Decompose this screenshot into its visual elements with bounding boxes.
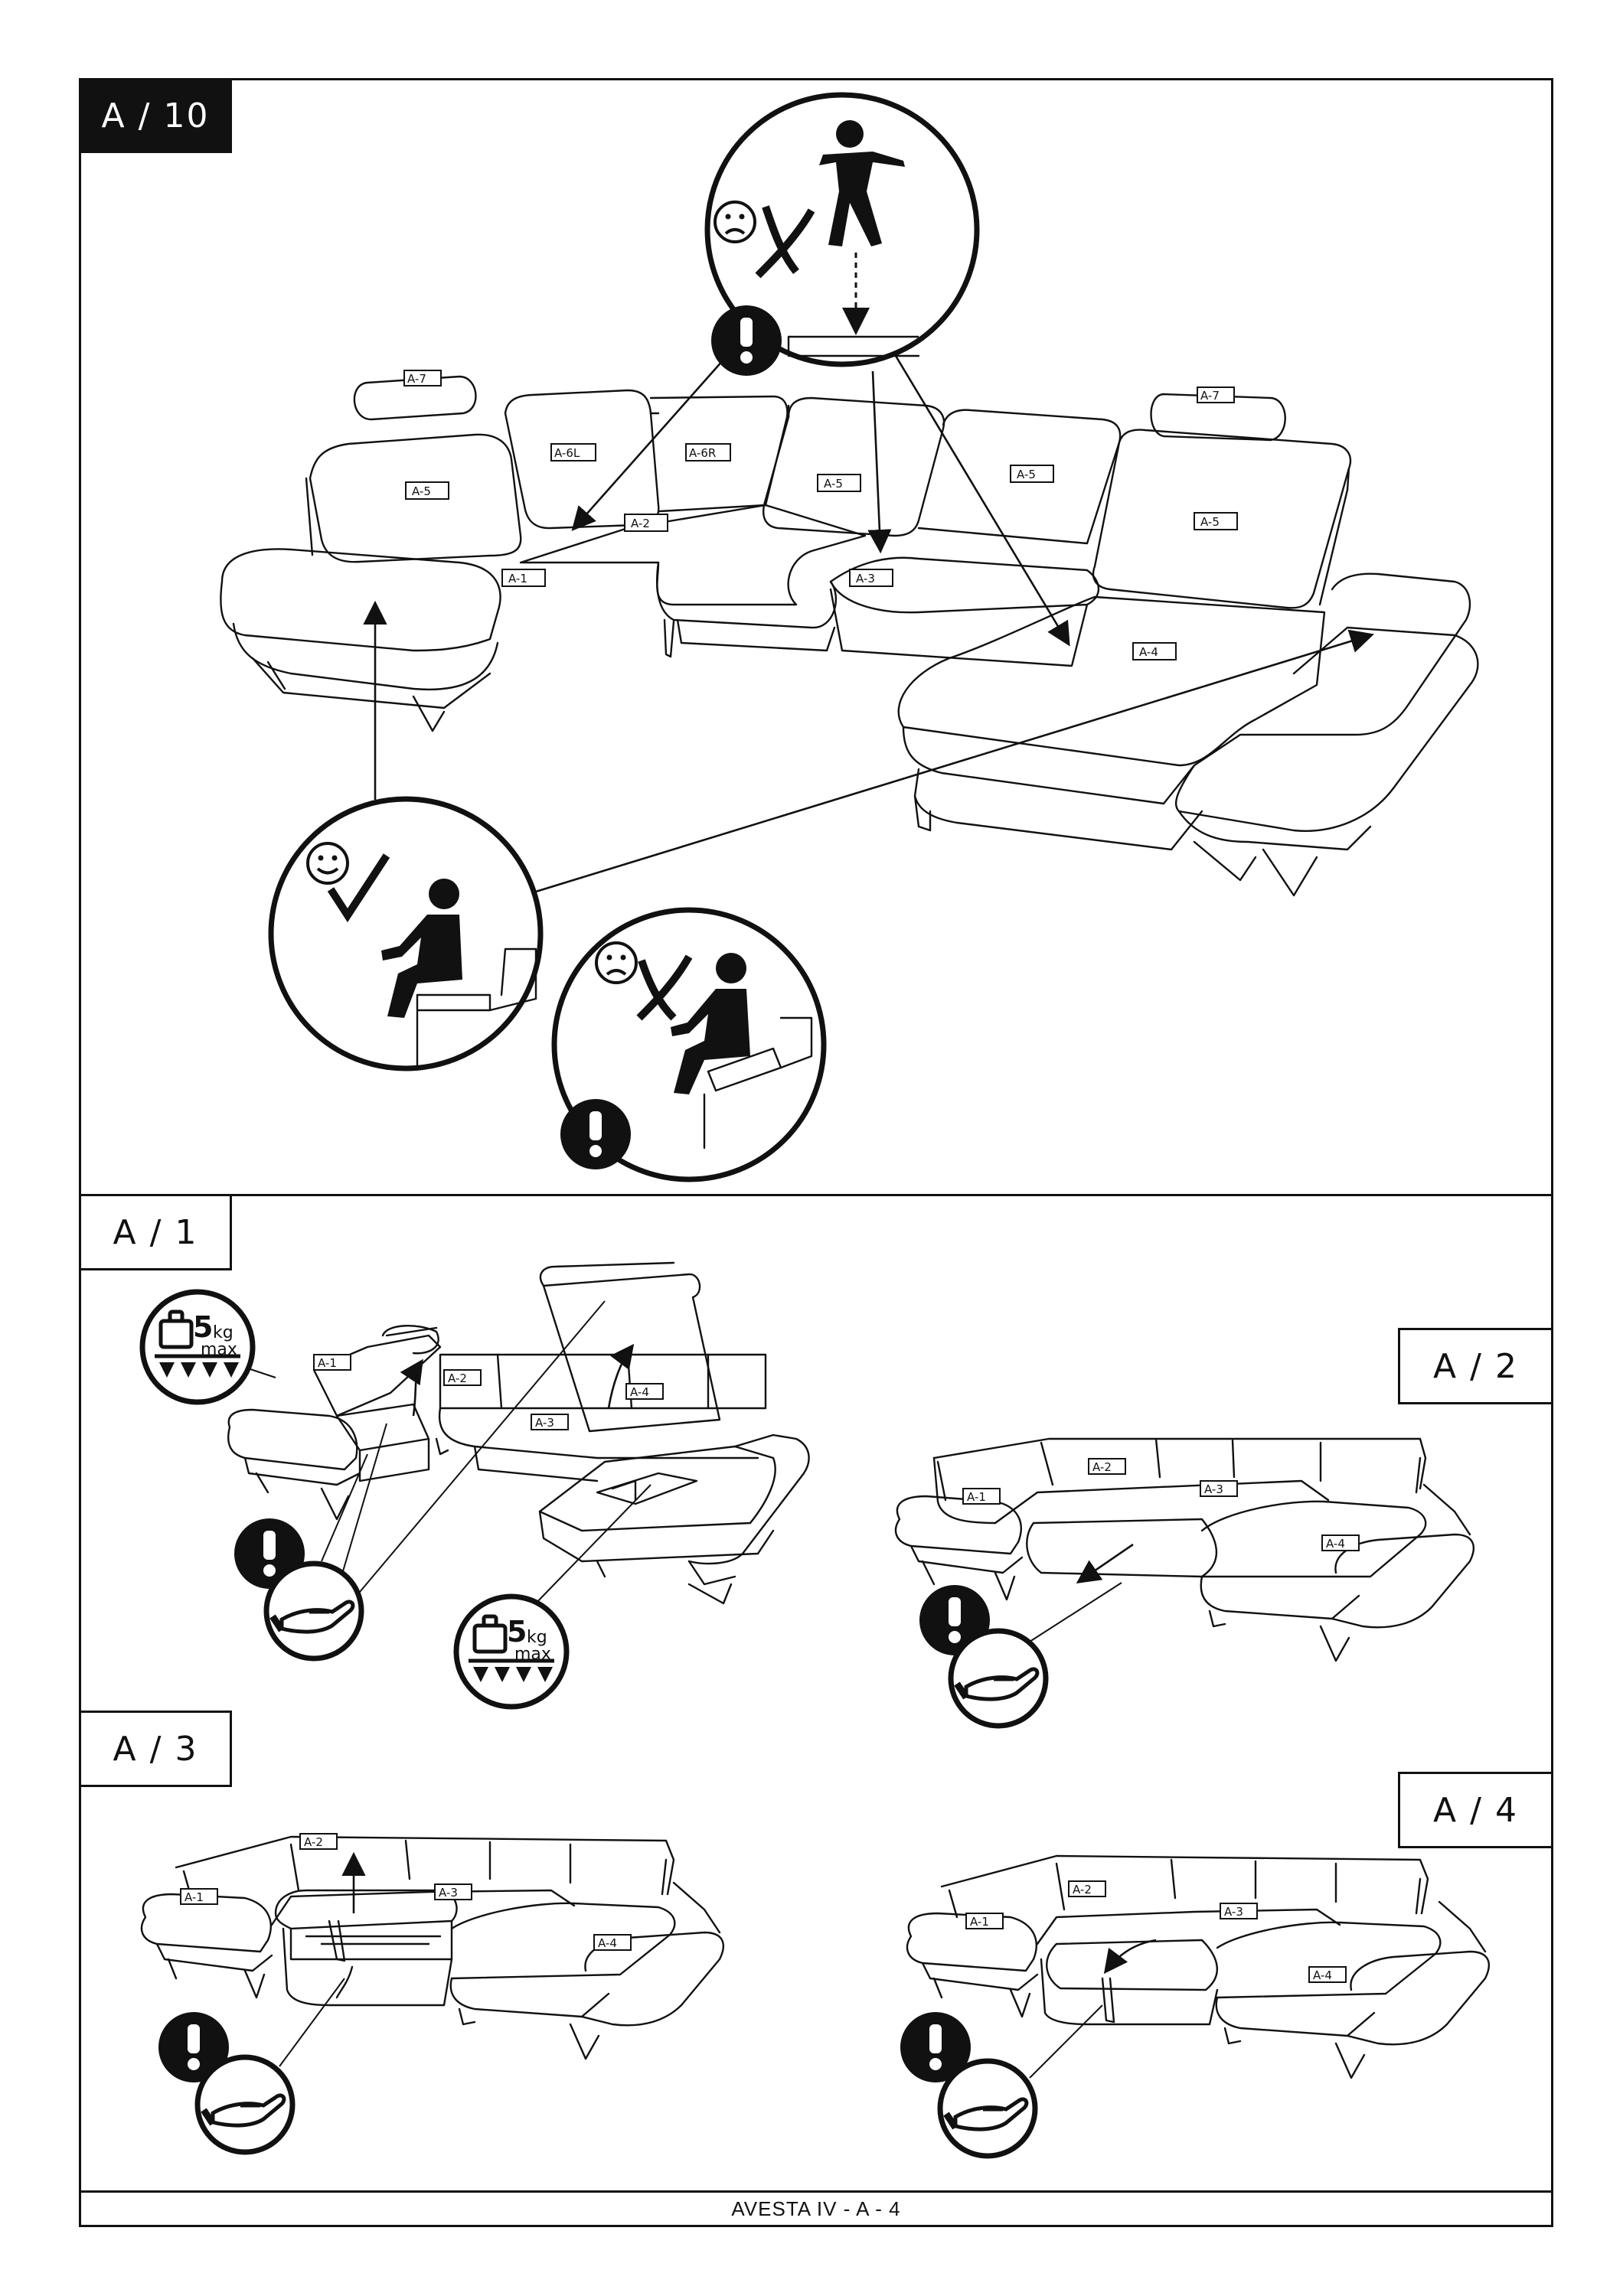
label-a5-4: A-5 (1194, 512, 1238, 530)
label-a4-step3: A-4 (593, 1934, 632, 1951)
svg-text:A-4: A-4 (1326, 1537, 1345, 1551)
label-a5-1: A-5 (405, 481, 449, 500)
svg-text:kg: kg (213, 1323, 233, 1342)
label-a6l: A-6L (550, 443, 596, 461)
sad-face-icon (714, 201, 756, 243)
correct-sitting-callout (268, 796, 544, 1071)
label-a3-step2: A-3 (1200, 1480, 1238, 1497)
step-a2-drawing: A-1 A-2 A-3 A-4 (894, 1437, 1474, 1662)
svg-text:A-2: A-2 (1092, 1460, 1112, 1474)
label-a4: A-4 (1132, 642, 1177, 660)
hand-callout-step1 (263, 1561, 364, 1662)
label-a7-right: A-7 (1197, 386, 1235, 403)
label-a1-step4: A-1 (965, 1913, 1004, 1929)
label-a1-step2: A-1 (962, 1488, 1001, 1505)
svg-text:A-2: A-2 (304, 1835, 323, 1849)
label-a3: A-3 (849, 569, 893, 587)
step-a1-drawing: A-1 A-2 A-3 A-4 (227, 1261, 810, 1608)
svg-text:A-2: A-2 (631, 517, 650, 530)
label-a3-step3: A-3 (434, 1883, 472, 1900)
exclamation-icon (711, 305, 782, 376)
label-a1-step3: A-1 (180, 1888, 218, 1905)
label-a4-step4: A-4 (1308, 1966, 1347, 1983)
svg-text:A-4: A-4 (1139, 645, 1158, 659)
svg-text:A-3: A-3 (439, 1886, 458, 1900)
svg-text:max: max (201, 1340, 237, 1359)
svg-text:A-3: A-3 (1224, 1905, 1243, 1919)
hand-callout-step2 (948, 1628, 1049, 1729)
sitting-person-icon (671, 953, 750, 1094)
label-a3-step1: A-3 (531, 1414, 569, 1430)
svg-text:A-5: A-5 (412, 484, 431, 498)
svg-text:A-5: A-5 (1200, 515, 1220, 529)
svg-text:A-1: A-1 (185, 1890, 204, 1904)
label-a2-step4: A-2 (1068, 1880, 1106, 1897)
label-a5-3: A-5 (1010, 465, 1054, 483)
svg-text:A-3: A-3 (1204, 1482, 1223, 1496)
hand-callout-step4 (937, 2058, 1038, 2159)
label-a2-step2: A-2 (1088, 1458, 1126, 1475)
label-a1-step1: A-1 (313, 1354, 351, 1371)
svg-text:A-4: A-4 (630, 1385, 649, 1399)
wrong-sitting-callout (551, 907, 827, 1182)
no-standing-callout (704, 92, 980, 376)
section-divider (79, 1194, 1553, 1196)
svg-text:max: max (514, 1645, 551, 1664)
svg-text:A-2: A-2 (448, 1371, 467, 1385)
cross-mark-icon (755, 205, 815, 279)
hand-callout-step3 (194, 2054, 296, 2155)
svg-text:A-2: A-2 (1073, 1883, 1092, 1896)
label-a6r: A-6R (685, 443, 731, 461)
label-a2-step1: A-2 (443, 1369, 482, 1386)
svg-text:A-5: A-5 (1017, 468, 1036, 481)
svg-text:A-1: A-1 (508, 572, 527, 585)
step-badge-a4: A / 4 (1398, 1772, 1553, 1848)
svg-text:A-3: A-3 (856, 572, 875, 585)
weight-limit-text-1: 5 kg max (193, 1310, 237, 1359)
svg-text:A-6L: A-6L (554, 446, 580, 460)
sitting-person-icon (381, 879, 462, 1018)
svg-text:A-7: A-7 (1200, 389, 1220, 403)
label-a7-left: A-7 (403, 370, 442, 386)
label-a2-step3: A-2 (299, 1833, 338, 1850)
svg-text:kg: kg (527, 1628, 547, 1647)
weight-limit-text-2: 5 kg max (507, 1615, 551, 1664)
label-a5-2: A-5 (817, 474, 861, 492)
main-sofa-drawing: A-7 A-7 A-5 A-6L A-6R A-5 A-5 A-5 A-2 A-… (220, 370, 1479, 897)
happy-face-icon (306, 842, 349, 885)
svg-text:A-1: A-1 (970, 1915, 989, 1929)
check-mark-icon (327, 853, 390, 923)
footer-divider (79, 2190, 1553, 2193)
sad-face-icon (595, 941, 638, 984)
label-a4-step2: A-4 (1321, 1534, 1360, 1551)
label-a2: A-2 (624, 514, 668, 532)
exclamation-icon (560, 1099, 631, 1169)
svg-text:A-7: A-7 (407, 372, 426, 386)
svg-text:A-4: A-4 (598, 1936, 617, 1950)
step-badge-a10: A / 10 (79, 78, 232, 153)
step-badge-a3: A / 3 (79, 1711, 232, 1787)
svg-text:A-6R: A-6R (689, 446, 716, 460)
label-a1: A-1 (501, 569, 546, 587)
label-a4-step1: A-4 (625, 1383, 664, 1400)
step-badge-a2: A / 2 (1398, 1328, 1553, 1404)
label-a3-step4: A-3 (1220, 1903, 1258, 1919)
standing-person-icon (819, 120, 905, 246)
svg-text:A-5: A-5 (824, 477, 843, 491)
svg-text:5: 5 (507, 1615, 527, 1649)
svg-text:A-3: A-3 (535, 1416, 554, 1430)
step-a4-drawing: A-1 A-2 A-3 A-4 (906, 1854, 1490, 2079)
svg-text:5: 5 (193, 1310, 213, 1344)
svg-text:A-1: A-1 (967, 1490, 986, 1504)
footer-text: AVESTA IV - A - 4 (731, 2197, 901, 2220)
svg-text:A-4: A-4 (1313, 1968, 1332, 1982)
cross-mark-icon (636, 954, 693, 1021)
step-a3-drawing: A-1 A-2 A-3 A-4 (140, 1833, 724, 2067)
page-frame (79, 78, 1553, 2227)
svg-text:A-1: A-1 (318, 1356, 337, 1370)
step-badge-a1: A / 1 (79, 1194, 232, 1270)
